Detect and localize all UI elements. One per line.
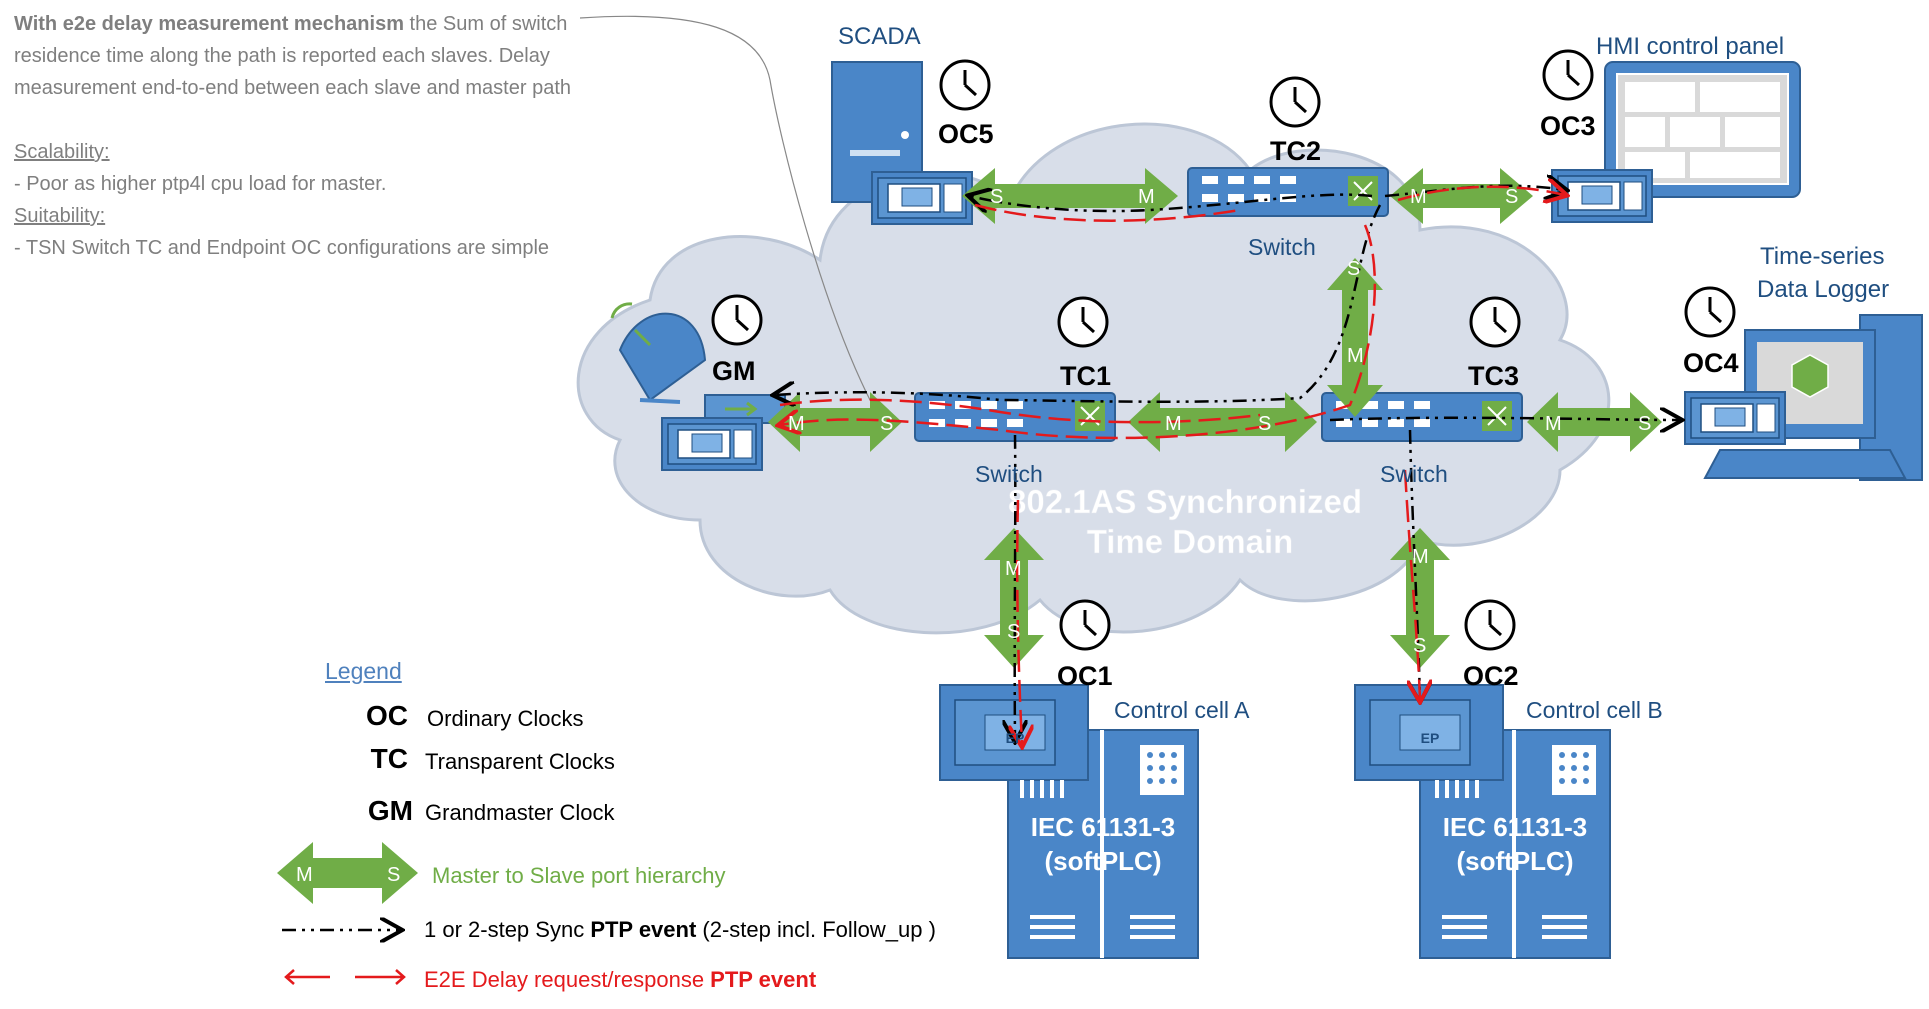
port-s-oc1: S bbox=[1007, 621, 1020, 643]
port-s-tc3-left: S bbox=[1258, 413, 1271, 435]
oc1-label: OC1 bbox=[1057, 661, 1113, 691]
legend-gm-text: Grandmaster Clock bbox=[425, 800, 615, 825]
legend-delay-text: E2E Delay request/response PTP event bbox=[424, 967, 816, 993]
legend-oc-abbr: OC bbox=[366, 700, 408, 731]
port-m-tc3-up: M bbox=[1347, 345, 1364, 367]
scalability-title: Scalability: bbox=[14, 141, 110, 163]
oc3-clock-icon bbox=[1542, 49, 1594, 101]
data-logger-label-line2: Data Logger bbox=[1757, 276, 1889, 303]
port-m-tc1-right: M bbox=[1165, 413, 1182, 435]
legend-gm-abbr: GM bbox=[367, 795, 413, 826]
legend-sync-pre: 1 or 2-step Sync bbox=[424, 917, 591, 942]
tc2-label: TC2 bbox=[1270, 136, 1321, 166]
port-s-oc3: S bbox=[1505, 186, 1518, 208]
legend-graphics: M S bbox=[277, 842, 418, 985]
ms-arrow-tc3-oc2 bbox=[1390, 528, 1450, 668]
cloud-title-line2: Time Domain bbox=[1087, 523, 1294, 560]
ms-arrow-tc1-tc3 bbox=[1128, 392, 1317, 452]
cloud-title-line1: 802.1AS Synchronized bbox=[1008, 483, 1362, 520]
port-m-gm: M bbox=[788, 413, 805, 435]
suitability-text: - TSN Switch TC and Endpoint OC configur… bbox=[14, 237, 550, 259]
oc1-clock-icon bbox=[1059, 599, 1111, 651]
port-s-oc2: S bbox=[1413, 635, 1426, 657]
satellite-dish-icon bbox=[610, 302, 786, 424]
note-bold-lead: With e2e delay measurement mechanism bbox=[14, 13, 404, 35]
legend-delay-pre: E2E Delay request/response bbox=[424, 967, 711, 992]
legend-title: Legend bbox=[325, 658, 402, 684]
legend-delay-right-arrow-icon bbox=[355, 969, 406, 985]
oc5-label: OC5 bbox=[938, 119, 994, 149]
tc1-label: TC1 bbox=[1060, 361, 1111, 391]
legend-tc-text: Transparent Clocks bbox=[425, 749, 615, 774]
port-m-tc2-left: M bbox=[1138, 186, 1155, 208]
oc5-nic-icon bbox=[871, 171, 973, 225]
plc-a-label-line2: (softPLC) bbox=[1045, 846, 1162, 876]
scalability-text: - Poor as higher ptp4l cpu load for mast… bbox=[14, 173, 387, 195]
tc3-label: TC3 bbox=[1468, 361, 1519, 391]
plc-b-label-line1: IEC 61131-3 bbox=[1443, 812, 1588, 842]
plc-b-label-line2: (softPLC) bbox=[1457, 846, 1574, 876]
note-body: the Sum of switch residence time along t… bbox=[14, 13, 572, 99]
port-s-oc5: S bbox=[990, 186, 1003, 208]
plc-a-label-line1: IEC 61131-3 bbox=[1031, 812, 1176, 842]
gm-nic-icon bbox=[661, 417, 763, 471]
control-cell-a-cabinet-icon bbox=[1007, 729, 1199, 959]
ms-arrow-tc2-oc3 bbox=[1390, 168, 1533, 224]
legend-sync-text: 1 or 2-step Sync PTP event (2-step incl.… bbox=[424, 917, 936, 943]
port-s-tc1-left: S bbox=[880, 413, 893, 435]
ms-arrow-tc3-oc4 bbox=[1527, 392, 1662, 452]
tc2-switch-icon bbox=[1187, 167, 1389, 217]
gm-label: GM bbox=[712, 356, 756, 386]
tc3-clock-icon bbox=[1469, 296, 1521, 348]
port-m-tc3-down: M bbox=[1412, 546, 1429, 568]
gm-clock-icon bbox=[711, 294, 763, 346]
scada-label: SCADA bbox=[838, 23, 921, 50]
tc2-clock-icon bbox=[1269, 76, 1321, 128]
tc1-clock-icon bbox=[1057, 296, 1109, 348]
ms-arrow-gm-tc1 bbox=[768, 392, 902, 452]
port-m-tc2-right: M bbox=[1410, 186, 1427, 208]
port-s-oc4: S bbox=[1638, 413, 1651, 435]
hmi-panel-icon bbox=[1604, 61, 1801, 198]
oc4-label: OC4 bbox=[1683, 348, 1739, 378]
oc2-clock-icon bbox=[1464, 599, 1516, 651]
legend-ms-arrow-icon bbox=[277, 842, 418, 904]
legend-delay-bold: PTP event bbox=[710, 967, 817, 992]
tc3-switch-label: Switch bbox=[1380, 461, 1448, 487]
legend-ms-text: Master to Slave port hierarchy bbox=[432, 863, 726, 888]
oc5-clock-icon bbox=[939, 59, 991, 111]
legend-tc-abbr: TC bbox=[370, 743, 408, 774]
legend-sync-post: (2-step incl. Follow_up ) bbox=[696, 917, 936, 942]
ms-arrow-oc5-tc2 bbox=[962, 168, 1178, 224]
oc4-nic-icon bbox=[1684, 391, 1786, 445]
oc3-label: OC3 bbox=[1540, 111, 1596, 141]
control-cell-a-label: Control cell A bbox=[1114, 697, 1250, 723]
port-m-tc3-right: M bbox=[1545, 413, 1562, 435]
port-s-tc2-down: S bbox=[1347, 258, 1360, 280]
legend-sync-bold: PTP event bbox=[590, 917, 697, 942]
hmi-label: HMI control panel bbox=[1596, 33, 1784, 60]
legend-oc-text: Ordinary Clocks bbox=[427, 706, 584, 731]
oc4-clock-icon bbox=[1684, 286, 1736, 338]
control-cell-b-label: Control cell B bbox=[1526, 697, 1663, 723]
port-labels: S M M S S M M S M S M S M S M S bbox=[788, 186, 1651, 657]
legend-delay-left-arrow-icon bbox=[284, 969, 330, 985]
data-logger-label-line1: Time-series bbox=[1760, 243, 1884, 270]
oc1-ep-label: EP bbox=[1006, 730, 1025, 746]
oc2-label: OC2 bbox=[1463, 661, 1519, 691]
delay-event-paths bbox=[780, 187, 1565, 745]
ms-arrow-tc2-tc3 bbox=[1327, 258, 1383, 417]
tc1-switch-label: Switch bbox=[975, 461, 1043, 487]
suitability-title: Suitability: bbox=[14, 205, 106, 227]
port-m-tc1-down: M bbox=[1005, 558, 1022, 580]
oc3-nic-icon bbox=[1551, 169, 1653, 223]
description-note: With e2e delay measurement mechanism the… bbox=[14, 8, 584, 264]
legend-ms-s: S bbox=[387, 864, 400, 886]
tc2-switch-label: Switch bbox=[1248, 234, 1316, 260]
oc2-ep-label: EP bbox=[1421, 730, 1440, 746]
legend-ms-m: M bbox=[296, 864, 313, 886]
note-leader-line bbox=[579, 15, 871, 401]
